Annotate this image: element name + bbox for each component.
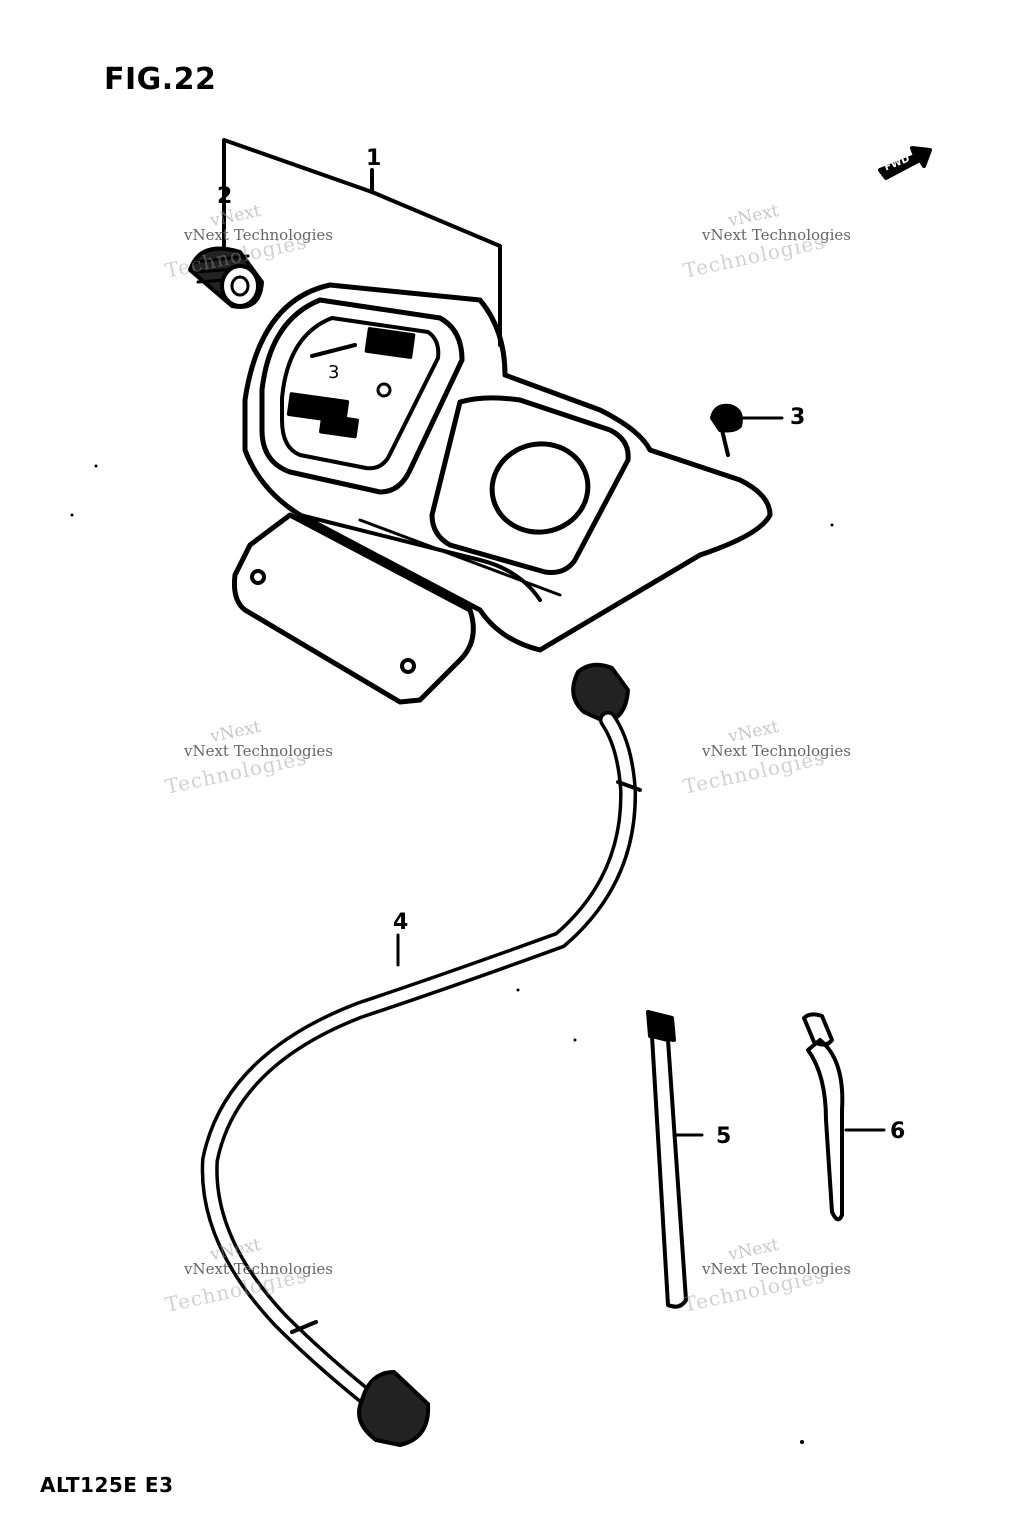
scan-specks	[70, 464, 834, 1444]
fwd-arrow	[878, 146, 932, 180]
model-code: ALT125E E3	[40, 1473, 174, 1497]
part-6-clamp	[802, 1012, 886, 1222]
part-1-meter-housing: 3	[232, 282, 773, 705]
part-4-speedometer-cable	[200, 662, 642, 1447]
part-2-lamp-socket	[188, 208, 264, 309]
callout-1: 1	[366, 146, 382, 171]
callout-3: 3	[790, 405, 806, 430]
callout-6: 6	[890, 1119, 906, 1144]
svg-text:3: 3	[328, 362, 339, 383]
part-5-cable-tie	[646, 1010, 704, 1309]
leader-part-1	[222, 138, 502, 347]
callout-4: 4	[393, 910, 409, 935]
callout-2: 2	[217, 184, 233, 209]
figure-title: FIG.22	[104, 62, 217, 97]
part-3-screw	[710, 403, 784, 457]
callout-5: 5	[716, 1124, 732, 1149]
